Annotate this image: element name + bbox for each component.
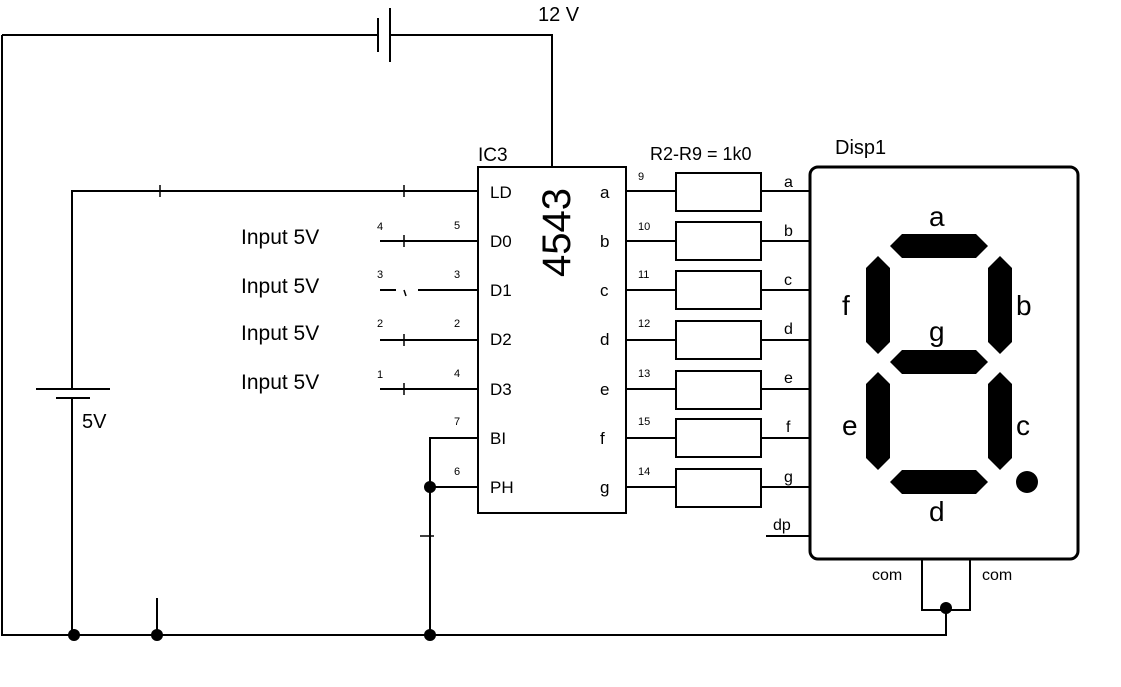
segment-b <box>988 256 1012 354</box>
display-pin-f: f <box>786 419 791 436</box>
segment-label-e: e <box>842 410 858 441</box>
segment-label-g: g <box>929 316 945 347</box>
ic-pin-a: a <box>600 183 610 202</box>
segment-label-c: c <box>1016 410 1030 441</box>
ic-4543: IC3 4543 LD D0 5 D1 3 D2 2 D3 4 BI 7 PH … <box>454 145 627 514</box>
input-label: Input 5V <box>241 322 319 345</box>
svg-text:4: 4 <box>454 368 460 380</box>
ic-pin-f: f <box>600 429 605 448</box>
input-label: Input 5V <box>241 371 319 394</box>
display-pin-dp: dp <box>773 517 791 534</box>
ic-part-label: 4543 <box>535 188 579 277</box>
ic-pin-d3: D3 <box>490 380 512 399</box>
ic-pin-e: e <box>600 380 609 399</box>
segment-label-d: d <box>929 496 945 527</box>
svg-text:6: 6 <box>454 466 460 478</box>
segment-c <box>988 372 1012 470</box>
display-com-right: com <box>982 567 1012 584</box>
resistor <box>675 418 762 458</box>
input-switch-3: Input 5V 1 <box>241 369 478 395</box>
resistor <box>675 320 762 360</box>
svg-text:3: 3 <box>377 269 383 281</box>
junction-dot <box>940 602 952 614</box>
svg-text:15: 15 <box>638 416 650 428</box>
battery-5v-label: 5V <box>82 411 107 433</box>
resistor-bank: 9 10 11 12 13 15 14 <box>626 171 810 537</box>
junction-dot <box>151 629 163 641</box>
battery-12v: 12 V <box>2 4 580 168</box>
battery-12v-label: 12 V <box>538 4 580 26</box>
input-switch-0: Input 5V 4 <box>241 221 478 249</box>
ic-pin-ld: LD <box>490 183 512 202</box>
ic-pin-b: b <box>600 232 609 251</box>
resistor <box>675 172 762 212</box>
ic-ref-label: IC3 <box>478 145 508 166</box>
display-pin-d: d <box>784 321 793 338</box>
ic-pin-g: g <box>600 478 609 497</box>
display-pin-g: g <box>784 469 793 486</box>
seven-segment-display: Disp1 a b c d e f g dp a b c d e f g com… <box>773 137 1080 611</box>
svg-text:7: 7 <box>454 416 460 428</box>
segment-g <box>890 350 988 374</box>
svg-text:13: 13 <box>638 368 650 380</box>
svg-text:11: 11 <box>638 269 649 281</box>
junction-dot <box>424 629 436 641</box>
junction-dot <box>68 629 80 641</box>
resistor <box>675 468 762 508</box>
left-outer-wire <box>1 35 947 636</box>
segment-a <box>890 234 988 258</box>
input-switch-1: Input 5V 3 <box>241 269 478 298</box>
display-com-left: com <box>872 567 902 584</box>
svg-text:14: 14 <box>638 466 650 478</box>
segment-label-f: f <box>842 290 850 321</box>
input-label: Input 5V <box>241 275 319 298</box>
display-pin-b: b <box>784 223 793 240</box>
ic-pin-d0: D0 <box>490 232 512 251</box>
svg-text:4: 4 <box>377 221 383 233</box>
ic-pin-d: d <box>600 330 609 349</box>
ic-pin-ph: PH <box>490 478 514 497</box>
ic-pin-c: c <box>600 281 609 300</box>
input-label: Input 5V <box>241 226 319 249</box>
ic-pin-bi: BI <box>490 429 506 448</box>
segment-label-a: a <box>929 201 945 232</box>
segment-d <box>890 470 988 494</box>
display-pin-e: e <box>784 370 793 387</box>
resistor <box>675 270 762 310</box>
display-pin-c: c <box>784 272 792 289</box>
svg-text:9: 9 <box>638 171 644 183</box>
junction-dot <box>424 481 436 493</box>
resistor <box>675 221 762 261</box>
svg-text:12: 12 <box>638 318 650 330</box>
svg-text:5: 5 <box>454 220 460 232</box>
svg-text:2: 2 <box>377 318 383 330</box>
ic-pin-d2: D2 <box>490 330 512 349</box>
input-switch-2: Input 5V 2 <box>241 318 478 346</box>
segment-f <box>866 256 890 354</box>
resistor <box>675 370 762 410</box>
segment-label-b: b <box>1016 290 1032 321</box>
svg-text:2: 2 <box>454 318 460 330</box>
display-ref-label: Disp1 <box>835 137 886 159</box>
ic-pin-d1: D1 <box>490 281 512 300</box>
battery-5v: 5V <box>36 190 478 635</box>
segment-e <box>866 372 890 470</box>
segment-dp <box>1016 471 1038 493</box>
display-pin-a: a <box>784 174 793 191</box>
svg-text:3: 3 <box>454 269 460 281</box>
svg-text:10: 10 <box>638 221 650 233</box>
resistor-value-label: R2-R9 = 1k0 <box>650 144 752 164</box>
svg-text:1: 1 <box>377 369 383 381</box>
